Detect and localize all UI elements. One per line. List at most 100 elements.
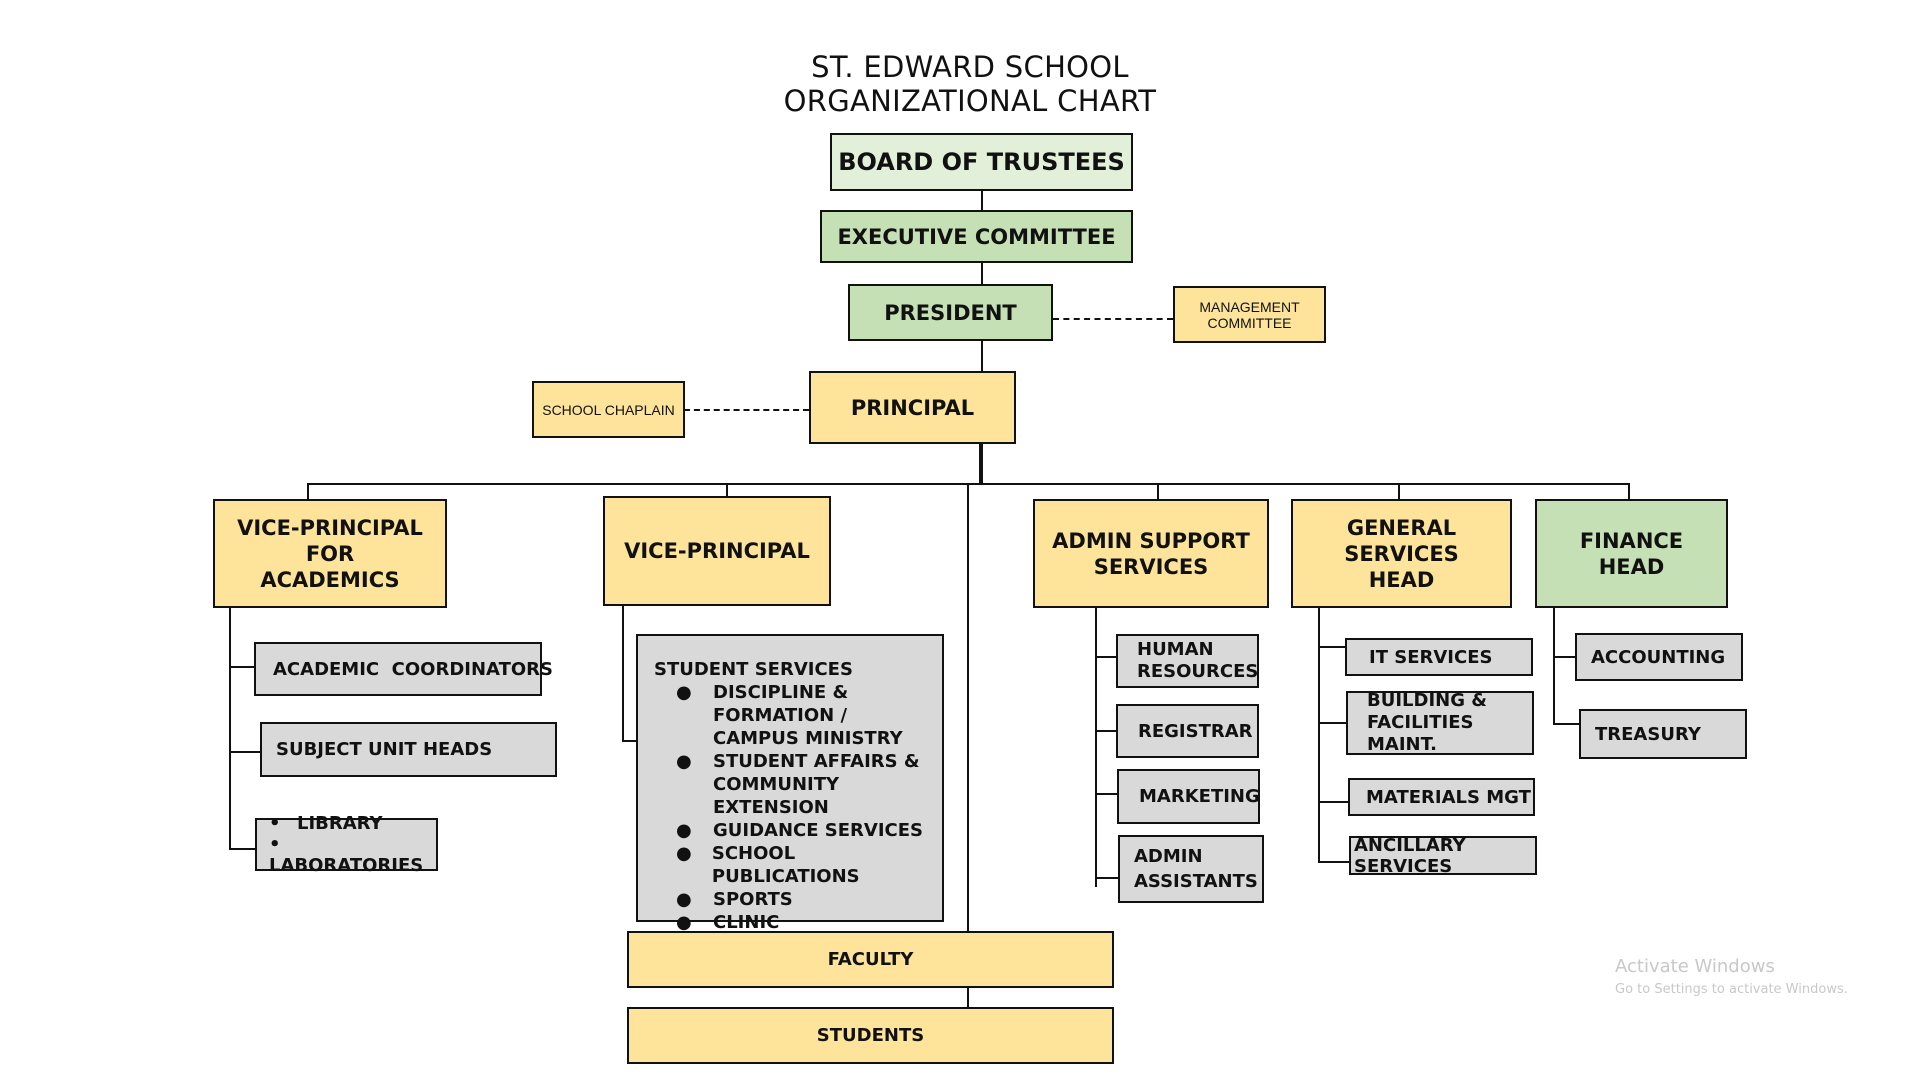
general-services-box: GENERAL SERVICES HEAD <box>1291 499 1512 608</box>
vpa-box: VICE-PRINCIPAL FOR ACADEMICS <box>213 499 447 608</box>
board-label: BOARD OF TRUSTEES <box>838 148 1125 176</box>
connector-president-principal <box>981 340 983 372</box>
branch-admin-3 <box>1095 793 1117 795</box>
ancillary-services-box: ANCILLARY SERVICES <box>1349 834 1537 877</box>
vp-box: VICE-PRINCIPAL <box>603 496 831 606</box>
bullet-icon <box>654 704 713 727</box>
accounting-box: ACCOUNTING <box>1575 633 1743 681</box>
list-item-text: GUIDANCE SERVICES <box>713 820 924 841</box>
list-item: EXTENSION <box>654 796 942 819</box>
activate-windows-title: Activate Windows <box>1615 956 1775 977</box>
bullet-icon: ● <box>676 751 692 772</box>
treasury-box: TREASURY <box>1579 709 1747 759</box>
president-label: PRESIDENT <box>884 300 1017 325</box>
academic-coordinators-box: ACADEMIC COORDINATORS <box>254 642 553 696</box>
list-item: •LIBRARY <box>269 813 383 834</box>
school-chaplain-box: SCHOOL CHAPLAIN <box>532 381 685 438</box>
spine-admin <box>1095 607 1097 887</box>
list-item: ● GUIDANCE SERVICES <box>654 819 942 842</box>
registrar-label: REGISTRAR <box>1138 720 1253 742</box>
list-item: ●DISCIPLINE & <box>654 681 942 704</box>
list-item-text: DISCIPLINE & <box>713 682 849 703</box>
drop-admin <box>1157 483 1159 499</box>
dashed-link-chaplain <box>684 409 809 411</box>
spine-vpa <box>229 607 231 850</box>
admin-assistants-label-1: ADMIN <box>1134 846 1203 867</box>
branch-finance-2 <box>1553 723 1579 725</box>
student-services-box: STUDENT SERVICES ●DISCIPLINE &FORMATION … <box>636 634 944 933</box>
building-facilities-box: BUILDING & FACILITIES MAINT. <box>1346 690 1534 755</box>
subject-unit-heads-label: SUBJECT UNIT HEADS <box>276 739 493 760</box>
treasury-label: TREASURY <box>1595 723 1701 745</box>
list-item: COMMUNITY <box>654 773 942 796</box>
materials-mgt-box: MATERIALS MGT <box>1348 778 1535 816</box>
building-label-2: FACILITIES MAINT. <box>1367 712 1474 755</box>
drop-finance <box>1628 483 1630 499</box>
chaplain-label: SCHOOL CHAPLAIN <box>542 401 675 418</box>
marketing-box: MARKETING <box>1117 769 1260 824</box>
faculty-label: FACULTY <box>827 949 914 970</box>
list-item: ●SPORTS <box>654 888 942 911</box>
finance-label-2: HEAD <box>1598 554 1665 579</box>
president-box: PRESIDENT <box>848 284 1053 341</box>
students-label: STUDENTS <box>816 1025 925 1046</box>
human-resources-box: HUMAN RESOURCES <box>1116 634 1259 688</box>
connector-faculty <box>967 483 969 931</box>
title-line-2: ORGANIZATIONAL CHART <box>783 84 1157 118</box>
it-services-box: IT SERVICES <box>1345 638 1533 676</box>
list-item-text: STUDENT AFFAIRS & <box>713 751 920 772</box>
it-services-label: IT SERVICES <box>1369 646 1493 668</box>
board-of-trustees-box: BOARD OF TRUSTEES <box>830 133 1133 191</box>
vpa-label-1: VICE-PRINCIPAL FOR <box>237 515 423 566</box>
list-item: ●SCHOOL PUBLICATIONS <box>654 842 942 888</box>
students-box: STUDENTS <box>627 1007 1114 1064</box>
general-label-1: GENERAL SERVICES <box>1344 515 1459 566</box>
list-item-text: EXTENSION <box>713 797 829 818</box>
branch-general-1 <box>1318 646 1345 648</box>
connector-faculty-students <box>967 987 969 1007</box>
drop-general <box>1398 483 1400 499</box>
bullet-icon: ● <box>676 912 692 933</box>
drop-vp <box>726 483 728 496</box>
branch-vpa-2 <box>229 751 260 753</box>
marketing-label: MARKETING <box>1139 786 1260 807</box>
branch-general-2 <box>1318 722 1346 724</box>
list-item: •LABORATORIES <box>269 834 424 876</box>
materials-label: MATERIALS MGT <box>1366 786 1531 808</box>
dashed-link-management <box>1053 318 1173 320</box>
list-item-text: FORMATION / <box>713 705 848 726</box>
subject-unit-heads-box: SUBJECT UNIT HEADS <box>260 722 557 777</box>
bullet-icon <box>654 773 713 796</box>
branch-vp-1 <box>622 740 636 742</box>
activate-windows-subtitle: Go to Settings to activate Windows. <box>1615 982 1848 997</box>
bullet-icon <box>654 796 713 819</box>
finance-label-1: FINANCE <box>1579 528 1684 553</box>
principal-label: PRINCIPAL <box>850 395 975 420</box>
hr-label-2: RESOURCES <box>1137 661 1259 682</box>
student-services-list: ●DISCIPLINE &FORMATION /CAMPUS MINISTRY●… <box>654 681 942 934</box>
accounting-label: ACCOUNTING <box>1591 646 1726 668</box>
branch-vpa-3 <box>229 848 255 850</box>
spine-vp <box>622 605 624 742</box>
principal-box: PRINCIPAL <box>809 371 1016 444</box>
branch-vpa-1 <box>229 666 254 668</box>
management-label-2: COMMITTEE <box>1207 314 1292 331</box>
bullet-icon: ● <box>676 820 692 841</box>
list-item: FORMATION / <box>654 704 942 727</box>
academic-coordinators-label: ACADEMIC COORDINATORS <box>273 658 553 680</box>
spine-general <box>1318 607 1320 863</box>
executive-label: EXECUTIVE COMMITTEE <box>837 224 1116 249</box>
title-line-1: ST. EDWARD SCHOOL <box>811 50 1129 84</box>
management-committee-box: MANAGEMENT COMMITTEE <box>1173 286 1326 343</box>
connector-board-exec <box>981 190 983 211</box>
branch-admin-4 <box>1095 877 1118 879</box>
list-item-text: SPORTS <box>713 889 793 910</box>
drop-vpa <box>307 483 309 499</box>
spine-finance <box>1553 607 1555 725</box>
ancillary-label: ANCILLARY SERVICES <box>1354 834 1466 877</box>
list-item-text: SCHOOL PUBLICATIONS <box>711 843 860 887</box>
list-item-text: CAMPUS MINISTRY <box>713 728 903 749</box>
connector-principal-bus <box>979 443 983 485</box>
student-services-title: STUDENT SERVICES <box>654 659 853 680</box>
list-item: ●CLINIC <box>654 911 942 934</box>
